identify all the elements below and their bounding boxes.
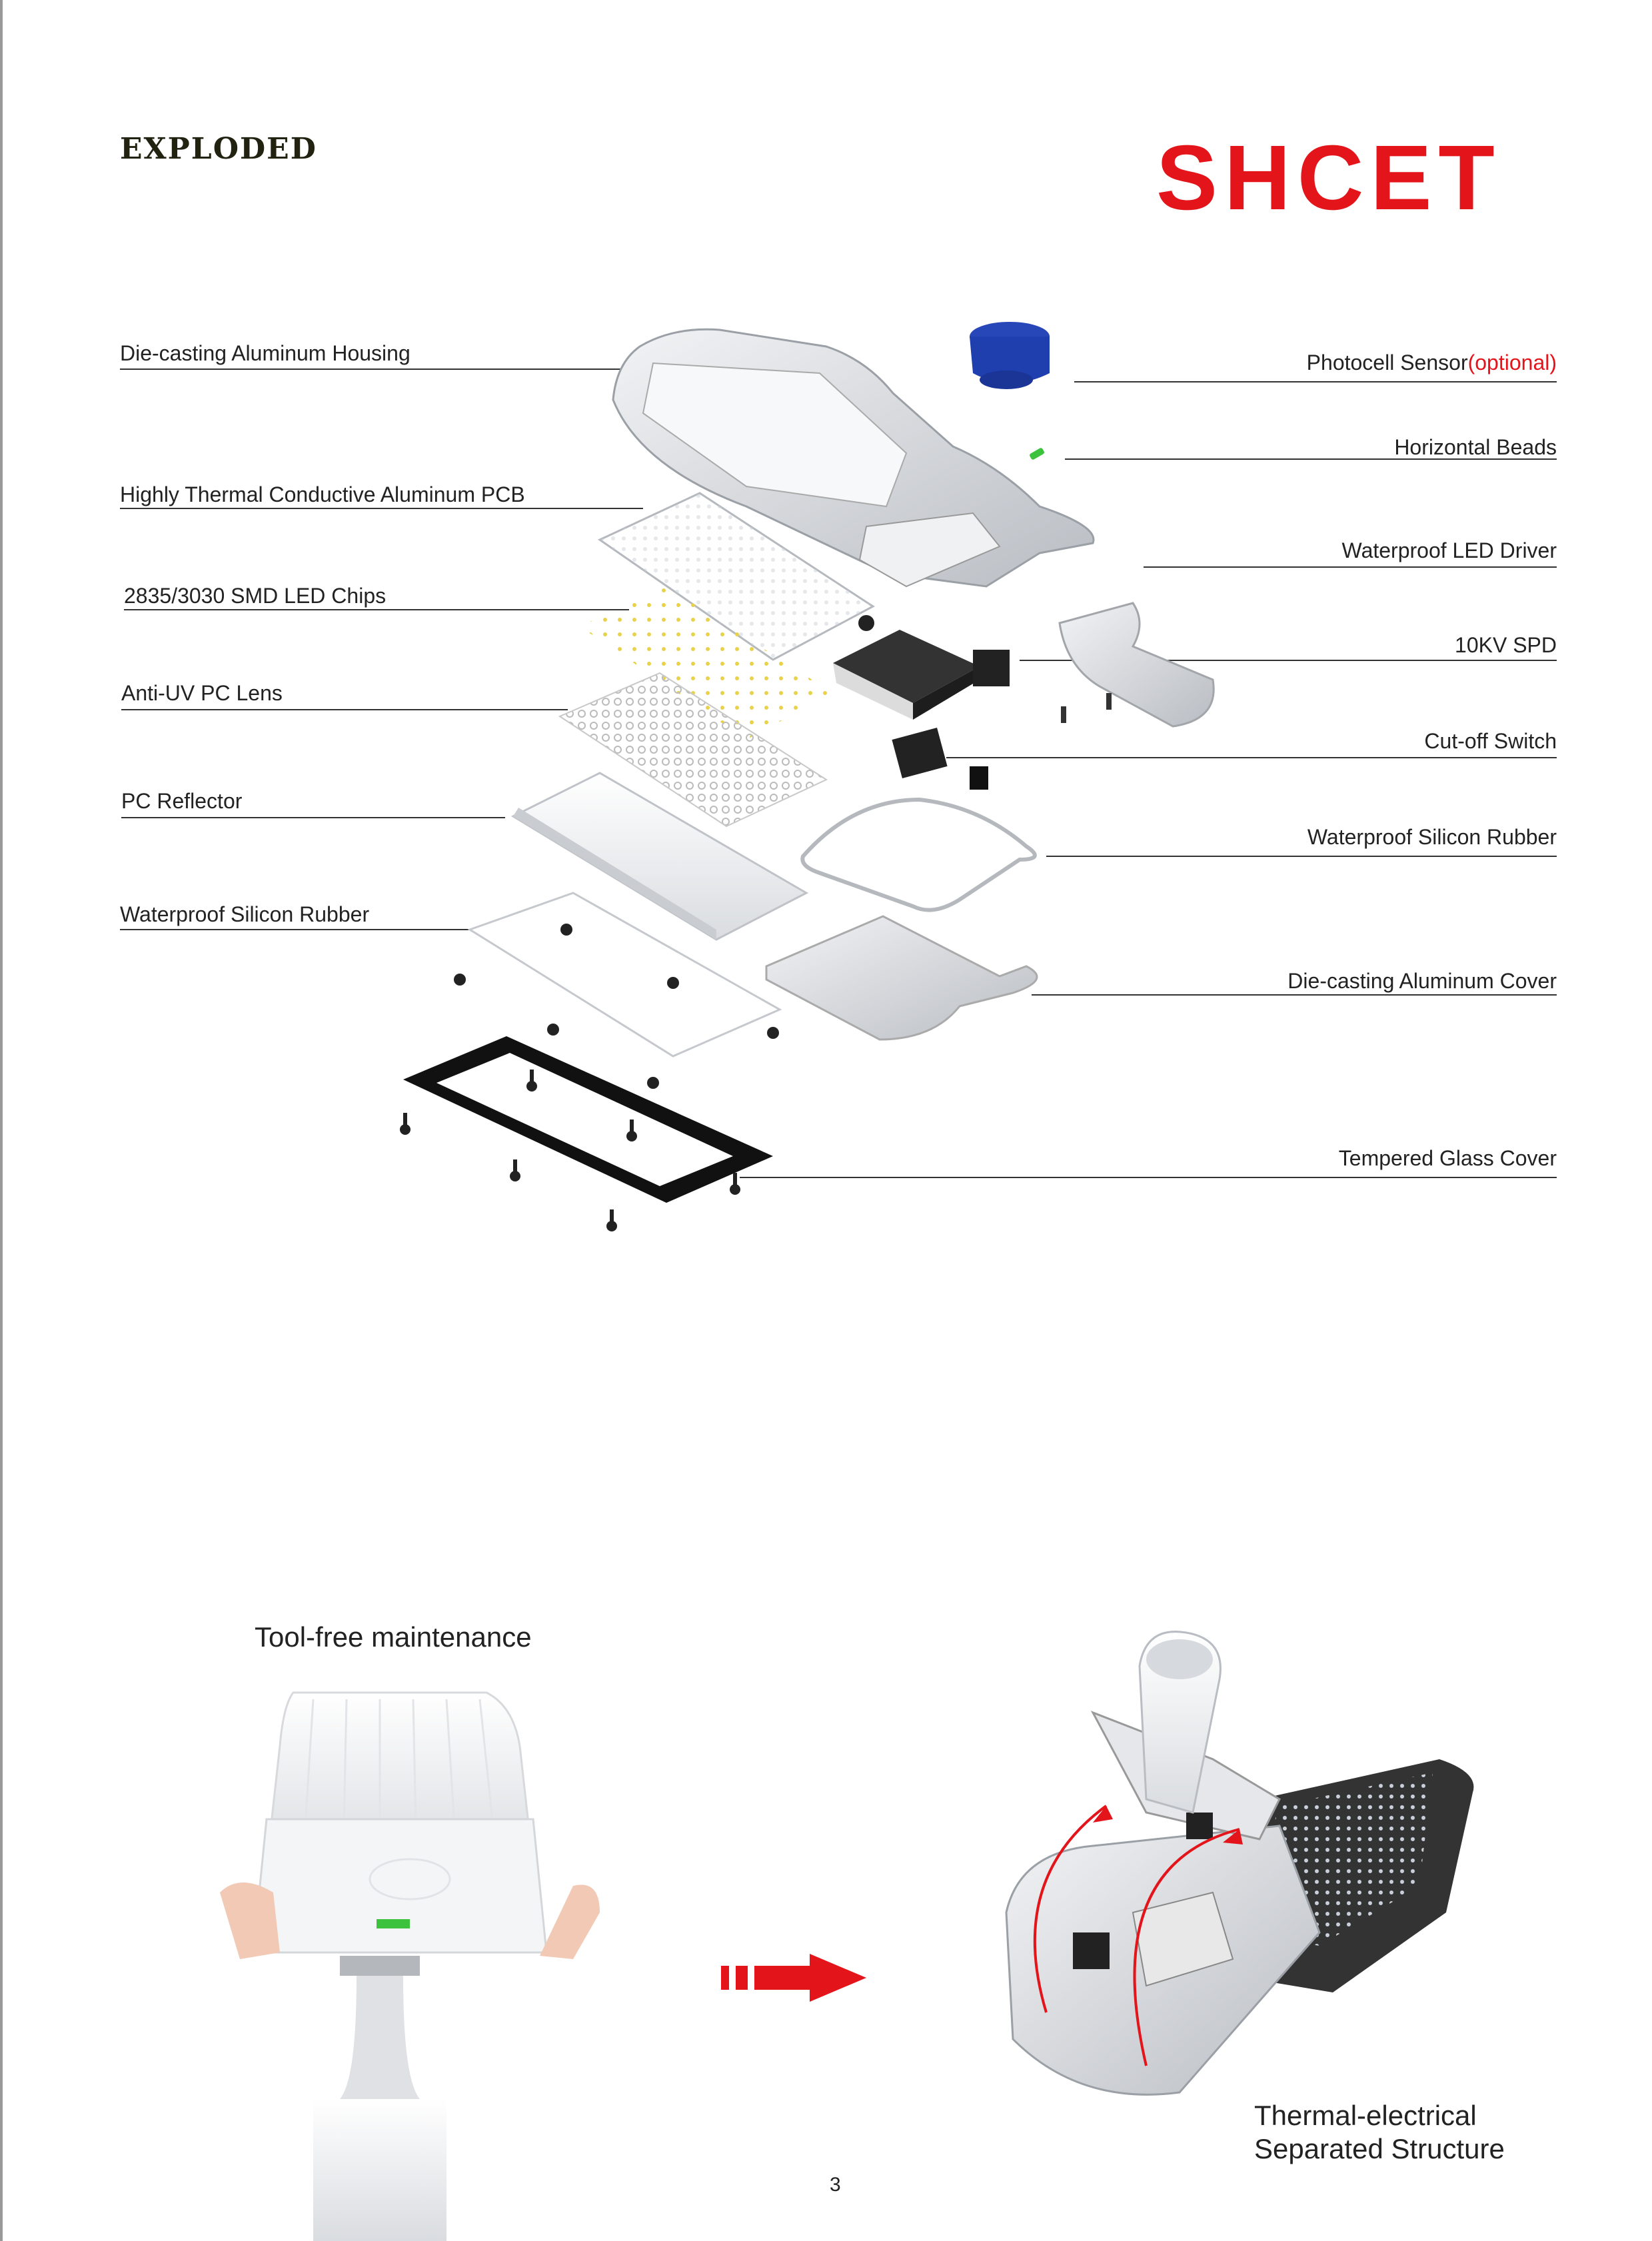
caption-line-1: Thermal-electrical bbox=[1254, 2100, 1477, 2131]
pc-reflector-part bbox=[510, 772, 809, 941]
aluminum-cover-part bbox=[765, 915, 1038, 1041]
label-silicon-rubber-right: Waterproof Silicon Rubber bbox=[1307, 825, 1557, 849]
label-die-casting-housing: Die-casting Aluminum Housing bbox=[120, 341, 411, 365]
leader-led-driver bbox=[1144, 566, 1557, 568]
label-cut-off-switch: Cut-off Switch bbox=[1424, 729, 1557, 753]
leader-pc-lens bbox=[121, 709, 568, 710]
horizontal-bead-part bbox=[1030, 448, 1044, 460]
tempered-glass-part bbox=[400, 1036, 773, 1231]
cut-off-switch-part bbox=[892, 727, 988, 790]
caption-thermal-electrical: Thermal-electrical Separated Structure bbox=[1254, 2099, 1505, 2165]
label-aluminum-cover: Die-casting Aluminum Cover bbox=[1287, 969, 1557, 993]
pc-lens-part bbox=[558, 672, 828, 828]
page-number: 3 bbox=[830, 2174, 841, 2196]
label-pc-lens: Anti-UV PC Lens bbox=[121, 681, 283, 705]
silicon-rubber-right-part bbox=[800, 797, 1037, 912]
label-photocell-sensor: Photocell Sensor(optional) bbox=[1306, 351, 1557, 374]
spd-pole-adaptor-part bbox=[1058, 602, 1215, 728]
brand-logo: SHCET bbox=[1156, 127, 1501, 229]
label-10kv-spd: 10KV SPD bbox=[1455, 633, 1557, 657]
label-pc-reflector: PC Reflector bbox=[121, 789, 243, 813]
leader-photocell-sensor bbox=[1074, 381, 1557, 382]
leader-smd-led-chips bbox=[124, 609, 629, 610]
leader-aluminum-pcb bbox=[120, 508, 643, 509]
leader-aluminum-cover bbox=[1032, 994, 1557, 996]
caption-tool-free: Tool-free maintenance bbox=[255, 1621, 532, 1653]
label-tempered-glass: Tempered Glass Cover bbox=[1338, 1146, 1557, 1170]
leader-horizontal-beads bbox=[1065, 458, 1557, 460]
leader-die-casting-housing bbox=[120, 369, 643, 370]
silicon-rubber-left-part bbox=[454, 892, 782, 1089]
led-driver-part bbox=[833, 615, 1010, 720]
arrow-right-icon bbox=[721, 1954, 866, 2002]
label-smd-led-chips: 2835/3030 SMD LED Chips bbox=[124, 584, 387, 608]
page-left-rule bbox=[0, 0, 3, 2241]
leader-10kv-spd bbox=[1020, 660, 1557, 661]
tool-free-product-image bbox=[220, 1691, 600, 2241]
page-heading: EXPLODED bbox=[120, 132, 317, 166]
photocell-sensor-part bbox=[970, 322, 1050, 389]
leader-cut-off-switch bbox=[946, 757, 1557, 758]
leader-tempered-glass bbox=[740, 1177, 1557, 1178]
housing-part bbox=[612, 328, 1095, 588]
leader-pc-reflector bbox=[121, 817, 505, 818]
leader-silicon-rubber-right bbox=[1046, 856, 1557, 857]
caption-line-2: Separated Structure bbox=[1254, 2132, 1505, 2164]
label-horizontal-beads: Horizontal Beads bbox=[1394, 435, 1557, 459]
leader-silicon-rubber-left bbox=[120, 929, 471, 930]
thermal-electrical-product-image bbox=[1005, 1631, 1474, 2096]
label-silicon-rubber-left: Waterproof Silicon Rubber bbox=[120, 902, 370, 926]
label-aluminum-pcb: Highly Thermal Conductive Aluminum PCB bbox=[120, 482, 525, 506]
label-led-driver: Waterproof LED Driver bbox=[1341, 538, 1557, 562]
smd-led-chips-part bbox=[580, 586, 833, 740]
label-optional-note: (optional) bbox=[1467, 351, 1557, 374]
